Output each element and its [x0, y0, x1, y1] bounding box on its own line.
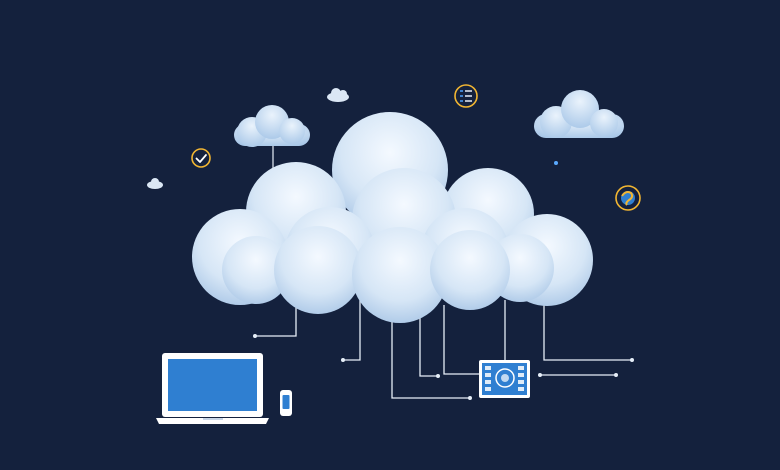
connector-1	[255, 300, 297, 337]
connector-3	[391, 305, 470, 399]
laptop-icon	[156, 353, 269, 424]
connector-endpoints	[253, 334, 634, 400]
connector-7	[543, 298, 632, 361]
server-panel-icon	[479, 360, 530, 398]
connector-4	[419, 305, 438, 377]
main-cloud	[192, 112, 593, 323]
tiny-cloud-top	[327, 88, 349, 102]
small-cloud-left	[234, 105, 310, 147]
network-connectors	[255, 298, 632, 399]
list-icon	[454, 84, 478, 108]
tiny-cloud-left	[147, 178, 163, 189]
phone-icon	[280, 390, 292, 416]
small-cloud-right	[534, 90, 624, 138]
connector-5	[443, 305, 480, 375]
star-dot	[554, 161, 558, 165]
connector-2	[343, 300, 361, 361]
globe-icon	[615, 185, 641, 211]
checkmark-icon	[191, 148, 211, 168]
